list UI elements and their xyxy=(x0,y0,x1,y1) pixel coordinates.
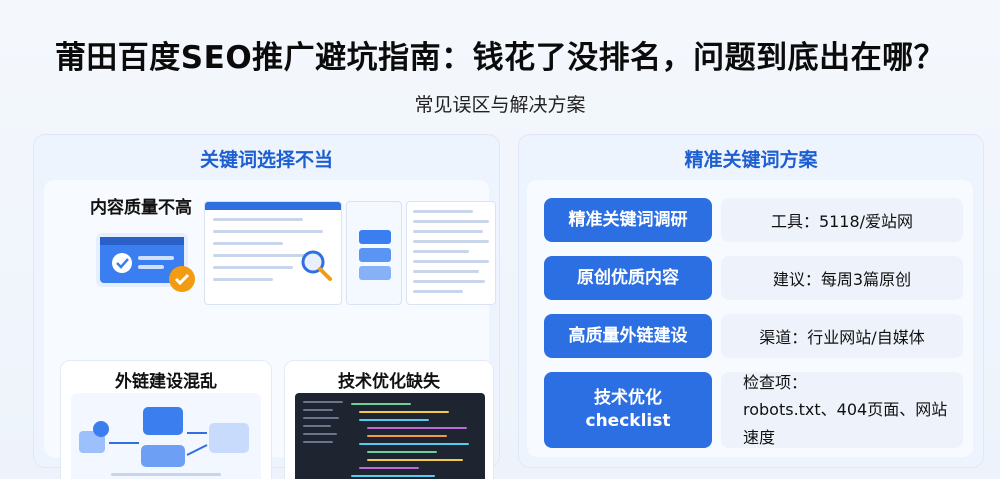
backlinks-card: 外链建设混乱 xyxy=(60,360,272,479)
backlinks-label: 外链建设混乱 xyxy=(115,372,217,392)
solution-value: 渠道：行业网站/自媒体 xyxy=(721,314,963,358)
solution-label: 原创优质内容 xyxy=(544,256,712,300)
browser-check-icon xyxy=(96,233,195,292)
solution-label-line: 技术优化 xyxy=(594,388,662,409)
code-editor-mockup xyxy=(295,393,485,479)
content-quality-label: 内容质量不高 xyxy=(90,198,192,218)
solution-label-multiline: 技术优化 checklist xyxy=(544,372,712,448)
solution-value-line: 检查项： xyxy=(743,373,808,393)
solution-label: 精准关键词调研 xyxy=(544,198,712,242)
solutions-body: 精准关键词调研 工具：5118/爱站网 原创优质内容 建议：每周3篇原创 高质量… xyxy=(527,180,973,457)
solution-row: 精准关键词调研 工具：5118/爱站网 xyxy=(535,198,963,242)
server-mockup xyxy=(346,201,402,305)
solution-value: 建议：每周3篇原创 xyxy=(721,256,963,300)
magnifier-icon xyxy=(301,250,332,281)
tech-optimization-label: 技术优化缺失 xyxy=(338,372,440,392)
seo-dashboard-mockup xyxy=(204,201,342,305)
solution-row: 原创优质内容 建议：每周3篇原创 xyxy=(535,256,963,300)
solution-label: 高质量外链建设 xyxy=(544,314,712,358)
solution-row: 高质量外链建设 渠道：行业网站/自媒体 xyxy=(535,314,963,358)
solution-label-line: checklist xyxy=(585,411,671,431)
solution-value-line: robots.txt、404页面、网站速度 xyxy=(743,400,948,447)
network-icon xyxy=(71,393,261,479)
page-subtitle: 常见误区与解决方案 xyxy=(414,94,586,116)
tech-optimization-card: 技术优化缺失 xyxy=(284,360,494,479)
solutions-panel: 精准关键词方案 精准关键词调研 工具：5118/爱站网 原创优质内容 建议：每周… xyxy=(518,134,984,468)
problems-heading: 关键词选择不当 xyxy=(199,149,333,171)
document-mockup xyxy=(406,201,496,305)
solution-value: 工具：5118/爱站网 xyxy=(721,198,963,242)
server-stack-icon xyxy=(359,230,391,280)
solutions-heading: 精准关键词方案 xyxy=(684,149,818,171)
problems-panel: 关键词选择不当 内容质量不高 xyxy=(33,134,500,479)
problems-body: 内容质量不高 xyxy=(44,180,496,479)
page-title: 莆田百度SEO推广避坑指南：钱花了没排名，问题到底出在哪？ xyxy=(54,40,946,76)
content-quality-card: 内容质量不高 xyxy=(56,185,496,305)
solution-row: 技术优化 checklist 检查项： robots.txt、404页面、网站速… xyxy=(535,372,963,448)
solution-value-multiline: 检查项： robots.txt、404页面、网站速度 xyxy=(721,372,963,448)
